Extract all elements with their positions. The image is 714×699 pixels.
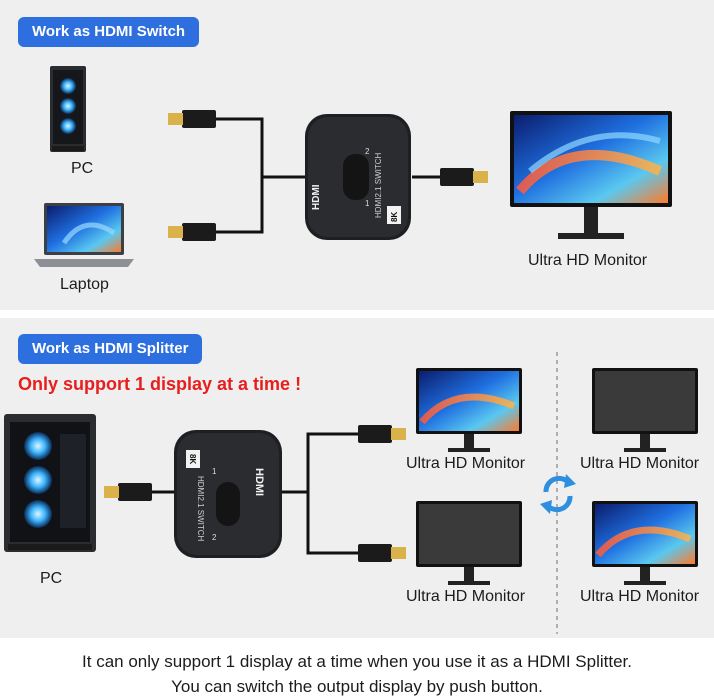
monitor-a-icon bbox=[416, 368, 522, 452]
footer-line-1: It can only support 1 display at a time … bbox=[82, 652, 632, 671]
switch-mode-badge: Work as HDMI Switch bbox=[18, 17, 200, 47]
splitter-panel: Work as HDMI Splitter Only support 1 dis… bbox=[0, 318, 714, 638]
switch-panel: Work as HDMI Switch PC Laptop bbox=[0, 0, 714, 310]
laptop-label: Laptop bbox=[60, 276, 109, 293]
monitor-c-label: Ultra HD Monitor bbox=[580, 455, 700, 472]
monitor-a-label: Ultra HD Monitor bbox=[406, 455, 526, 472]
warning-text: Only support 1 display at a time ! bbox=[18, 374, 302, 394]
footer-line-2: You can switch the output display by pus… bbox=[171, 677, 543, 696]
monitor-b-icon bbox=[416, 501, 522, 585]
device-model: HDMI2.1 SWITCH bbox=[374, 152, 383, 218]
device-8k-badge: 8K bbox=[188, 454, 197, 464]
hdmi-switch-device: 8K HDMI2.1 SWITCH HDMI 1 2 bbox=[174, 430, 282, 558]
device-8k-badge: 8K bbox=[390, 212, 399, 222]
refresh-arrows-icon bbox=[540, 474, 576, 514]
pc-label: PC bbox=[40, 570, 63, 587]
pc-tower-icon bbox=[50, 66, 86, 152]
hdmi-switch-device: HDMI HDMI2.1 SWITCH 8K 2 1 bbox=[305, 114, 411, 240]
splitter-wiring bbox=[104, 352, 558, 634]
monitor-c-icon bbox=[592, 368, 698, 452]
monitor-d-icon bbox=[592, 501, 698, 585]
port-2-label: 2 bbox=[212, 533, 217, 542]
port-2-label: 2 bbox=[365, 147, 370, 156]
monitor-d-label: Ultra HD Monitor bbox=[580, 588, 700, 605]
pc-label: PC bbox=[71, 160, 94, 177]
switch-wiring bbox=[168, 110, 488, 241]
laptop-icon bbox=[34, 203, 134, 267]
splitter-mode-badge: Work as HDMI Splitter bbox=[18, 334, 203, 364]
monitor-icon bbox=[510, 111, 672, 239]
port-1-label: 1 bbox=[212, 467, 217, 476]
device-model: HDMI2.1 SWITCH bbox=[196, 476, 205, 542]
port-1-label: 1 bbox=[365, 199, 370, 208]
device-brand: HDMI bbox=[253, 468, 265, 496]
monitor-b-label: Ultra HD Monitor bbox=[406, 588, 526, 605]
device-brand: HDMI bbox=[311, 184, 322, 210]
monitor-label: Ultra HD Monitor bbox=[528, 252, 648, 269]
pc-tower-icon bbox=[4, 414, 96, 552]
